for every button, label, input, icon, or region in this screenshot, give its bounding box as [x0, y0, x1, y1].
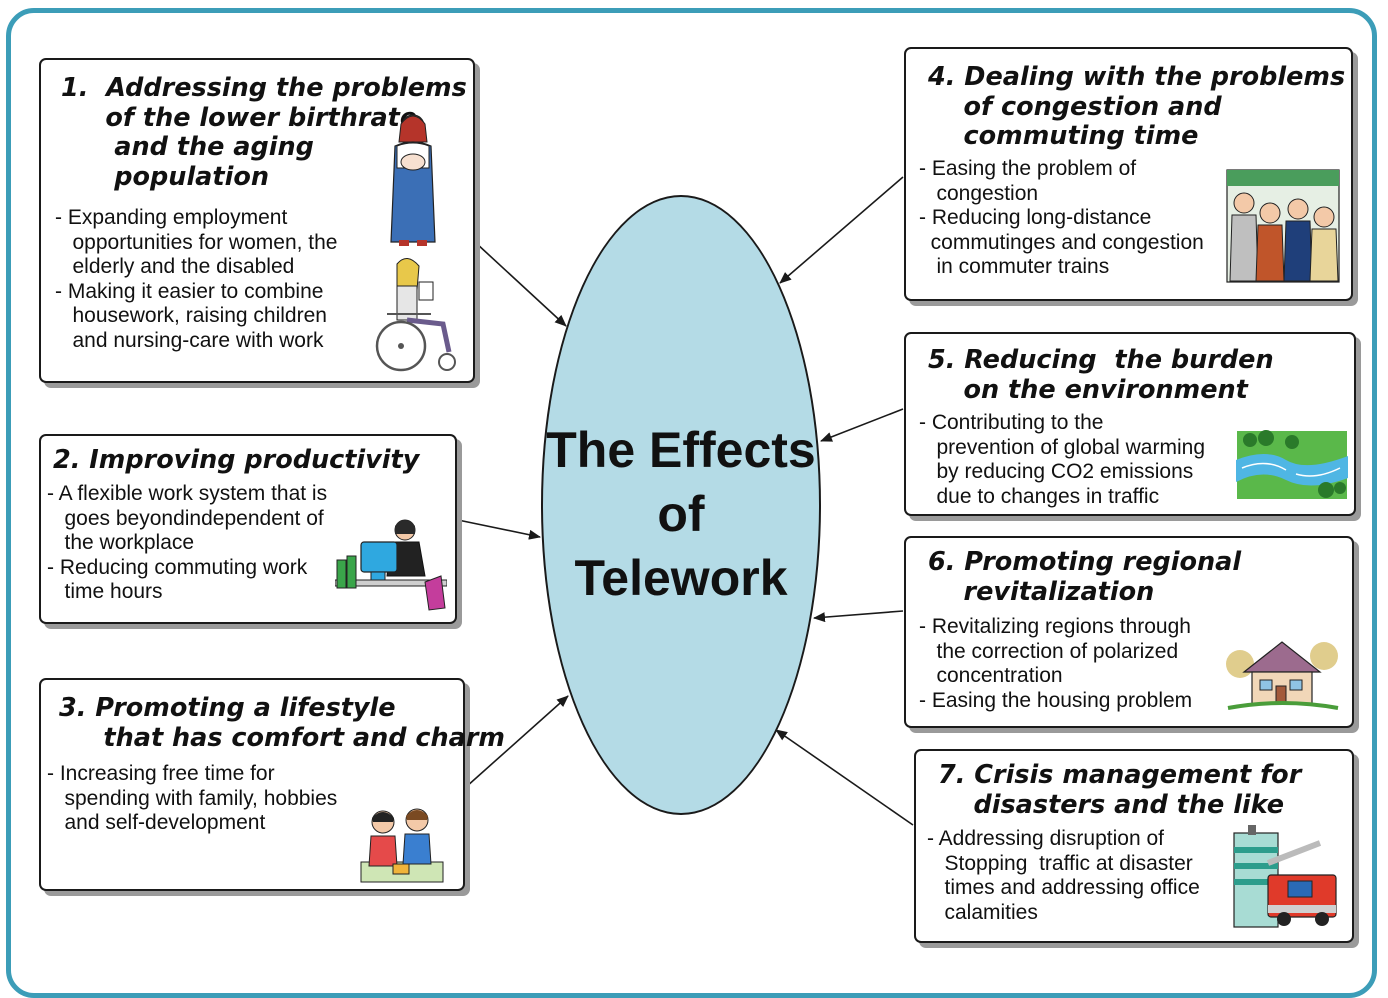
- box-body: - Increasing free time for spending with…: [47, 762, 338, 834]
- center-oval: [541, 195, 821, 815]
- box-body: - A flexible work system that is goes be…: [47, 482, 328, 603]
- center-title-line: The Effects: [546, 422, 816, 478]
- box-body: - Addressing disruption of Stopping traf…: [927, 827, 1200, 924]
- box-body: - Easing the problem of congestion - Red…: [919, 157, 1204, 278]
- center-title-line: Telework: [574, 550, 788, 606]
- effect-box-1: 1. Addressing the problems of the lower …: [39, 58, 475, 383]
- box-body: - Contributing to the prevention of glob…: [919, 411, 1205, 508]
- arrow-box1: [475, 242, 567, 327]
- house-icon: [1226, 641, 1339, 710]
- arrow-box2: [457, 519, 541, 540]
- box-title: 6. Promoting regional revitalization: [928, 547, 1242, 607]
- center-title-line: of: [657, 486, 705, 542]
- box-body: - Revitalizing regions through the corre…: [919, 615, 1193, 712]
- arrow-box5: [820, 408, 904, 442]
- box-title: 7. Crisis management for disasters and t…: [938, 760, 1302, 820]
- crowded-train-icon: [1226, 169, 1340, 283]
- box-title: 3. Promoting a lifestyle that has comfor…: [59, 693, 506, 753]
- mother-with-baby-icon: [390, 114, 436, 246]
- wheelchair-reader-icon: [375, 258, 456, 372]
- arrow-box4: [779, 176, 904, 284]
- effect-box-5: 5. Reducing the burden on the environmen…: [904, 332, 1356, 516]
- center-title: The Effects of Telework: [541, 418, 821, 610]
- fire-truck-building-icon: [1233, 825, 1337, 928]
- children-playing-icon: [360, 808, 444, 883]
- effect-box-7: 7. Crisis management for disasters and t…: [914, 749, 1354, 943]
- arrow-box6: [813, 610, 904, 623]
- arrow-box7: [775, 729, 914, 826]
- effect-box-3: 3. Promoting a lifestyle that has comfor…: [39, 678, 505, 891]
- box-title: 1. Addressing the problems of the lower …: [61, 73, 467, 192]
- box-title: 4. Dealing with the problems of congesti…: [928, 62, 1346, 151]
- box-title: 2. Improving productivity: [53, 445, 420, 475]
- box-body: - Expanding employment opportunities for…: [55, 206, 338, 352]
- office-worker-computer-icon: [335, 519, 447, 611]
- box-title: 5. Reducing the burden on the environmen…: [928, 345, 1274, 405]
- effect-box-6: 6. Promoting regional revitalization - R…: [904, 536, 1354, 728]
- river-landscape-icon: [1236, 430, 1348, 499]
- effect-box-4: 4. Dealing with the problems of congesti…: [904, 47, 1353, 301]
- effect-box-2: 2. Improving productivity - A flexible w…: [39, 434, 457, 624]
- arrow-box3: [465, 695, 569, 788]
